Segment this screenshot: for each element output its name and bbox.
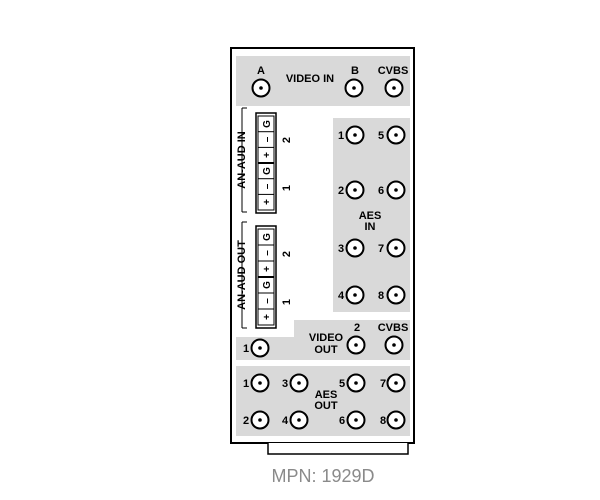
aes-out-connector-3[interactable] bbox=[289, 373, 309, 393]
aes-in-title-line2: IN bbox=[365, 221, 376, 233]
panel-bottom-tab bbox=[267, 443, 409, 455]
video-out-section bbox=[236, 320, 410, 360]
aes-in-connector-1[interactable] bbox=[345, 125, 365, 145]
aes-out-connector-4[interactable] bbox=[289, 410, 309, 430]
video-in-cvbs-connector[interactable] bbox=[384, 78, 404, 98]
video-out-label-cvbs: CVBS bbox=[378, 322, 409, 334]
aes-out-label-2: 2 bbox=[243, 415, 249, 427]
video-out-label-2: 2 bbox=[354, 322, 360, 334]
video-in-label-b: B bbox=[351, 65, 359, 77]
aes-in-label-5: 5 bbox=[378, 130, 384, 142]
aes-out-connector-1[interactable] bbox=[250, 373, 270, 393]
aes-in-connector-3[interactable] bbox=[345, 238, 365, 258]
aes-in-connector-8[interactable] bbox=[386, 285, 406, 305]
an-aud-in-pin-plus-1: + bbox=[262, 199, 273, 205]
aes-out-connector-5[interactable] bbox=[346, 373, 366, 393]
video-in-label-a: A bbox=[257, 65, 265, 77]
video-out-2-connector[interactable] bbox=[346, 335, 366, 355]
aes-in-connector-6[interactable] bbox=[386, 180, 406, 200]
aes-in-connector-7[interactable] bbox=[386, 238, 406, 258]
aes-in-connector-4[interactable] bbox=[345, 285, 365, 305]
an-aud-out-pin-minus-1: – bbox=[262, 298, 273, 304]
aes-out-connector-8[interactable] bbox=[386, 410, 406, 430]
aes-in-label-7: 7 bbox=[378, 243, 384, 255]
video-in-label-cvbs: CVBS bbox=[378, 65, 409, 77]
video-out-cvbs-connector[interactable] bbox=[384, 335, 404, 355]
aes-out-title-line1: AES bbox=[315, 389, 338, 401]
an-aud-out-pin-plus-2: + bbox=[262, 266, 273, 272]
video-in-title: VIDEO IN bbox=[286, 73, 334, 85]
aes-in-connector-2[interactable] bbox=[345, 180, 365, 200]
aes-out-label-3: 3 bbox=[282, 378, 288, 390]
model-number-caption: MPN: 1929D bbox=[271, 466, 374, 486]
an-aud-in-channel-2: 2 bbox=[281, 137, 293, 143]
aes-out-connector-6[interactable] bbox=[346, 410, 366, 430]
aes-out-label-4: 4 bbox=[282, 415, 289, 427]
aes-in-label-1: 1 bbox=[338, 130, 344, 142]
aes-out-title-line2: OUT bbox=[314, 400, 338, 412]
aes-in-label-6: 6 bbox=[378, 185, 384, 197]
aes-in-label-2: 2 bbox=[338, 185, 344, 197]
aes-in-label-3: 3 bbox=[338, 243, 344, 255]
aes-out-label-5: 5 bbox=[339, 378, 345, 390]
an-aud-out-pin-plus-1: + bbox=[262, 314, 273, 320]
an-aud-in-pin-minus-2: – bbox=[262, 136, 273, 142]
video-out-title-line1: VIDEO bbox=[309, 332, 344, 344]
video-out-title-line2: OUT bbox=[314, 344, 338, 356]
aes-in-title-line1: AES bbox=[359, 210, 382, 222]
an-aud-out-pin-g-2: G bbox=[262, 233, 273, 241]
an-aud-in-pin-g-1: G bbox=[262, 167, 273, 175]
video-out-label-1: 1 bbox=[243, 343, 249, 355]
an-aud-in-pin-g-2: G bbox=[262, 120, 273, 128]
an-aud-out-pin-g-1: G bbox=[262, 281, 273, 289]
video-out-1-connector[interactable] bbox=[250, 338, 270, 358]
aes-out-label-6: 6 bbox=[339, 415, 345, 427]
aes-out-connector-2[interactable] bbox=[250, 410, 270, 430]
an-aud-in-pin-minus-1: – bbox=[262, 183, 273, 189]
video-in-a-connector[interactable] bbox=[251, 78, 271, 98]
an-aud-out-channel-1: 1 bbox=[281, 299, 293, 305]
an-aud-out-channel-2: 2 bbox=[281, 251, 293, 257]
aes-out-label-7: 7 bbox=[380, 378, 386, 390]
aes-in-connector-5[interactable] bbox=[386, 125, 406, 145]
aes-out-connector-7[interactable] bbox=[386, 373, 406, 393]
aes-in-label-8: 8 bbox=[378, 290, 384, 302]
an-aud-in-group: AN-AUD IN G – + G – + 2 1 bbox=[236, 107, 293, 214]
aes-in-section bbox=[333, 118, 410, 312]
an-aud-in-channel-1: 1 bbox=[281, 185, 293, 191]
an-aud-out-pin-minus-2: – bbox=[262, 250, 273, 256]
an-aud-out-group: AN-AUD OUT G – + G – + 2 1 bbox=[236, 221, 293, 329]
aes-in-label-4: 4 bbox=[338, 290, 345, 302]
an-aud-in-pin-plus-2: + bbox=[262, 152, 273, 158]
aes-out-label-1: 1 bbox=[243, 378, 249, 390]
aes-out-label-8: 8 bbox=[380, 415, 386, 427]
video-in-b-connector[interactable] bbox=[344, 78, 364, 98]
